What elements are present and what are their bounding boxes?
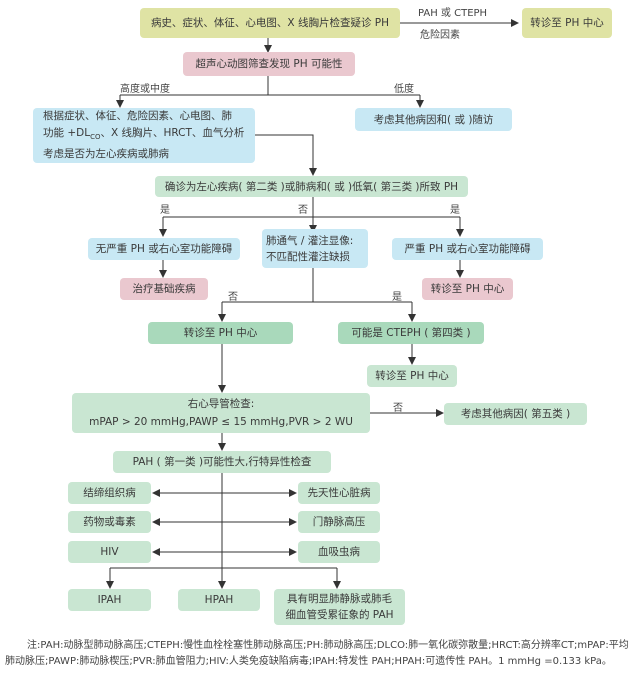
- high-mid-label: 高度或中度: [120, 84, 170, 95]
- refer-ph-center-severe-box: 转诊至 PH 中心: [422, 278, 513, 300]
- no-label: 否: [228, 292, 238, 303]
- risk-factors-label: 危险因素: [420, 30, 460, 41]
- rhc-criteria: mPAP > 20 mmHg,PAWP ≤ 15 mmHg,PVR > 2 WU: [89, 416, 353, 428]
- hpah-box: HPAH: [178, 589, 260, 611]
- portal-hypertension-box: 门静脉高压: [298, 511, 380, 533]
- refer-ph-center-cteph-box: 转诊至 PH 中心: [367, 365, 457, 387]
- refer-ph-center-mid-box: 转诊至 PH 中心: [148, 322, 293, 344]
- rhc-title: 右心导管检查:: [187, 398, 255, 410]
- vq-scan-box: 肺通气 / 灌注显像: 不匹配性灌注缺损: [262, 229, 368, 268]
- suspect-ph-box: 病史、症状、体征、心电图、X 线胸片检查疑诊 PH: [140, 8, 400, 38]
- assessment-line-2: 功能 +DLCO、X 线胸片、HRCT、血气分析: [43, 125, 244, 146]
- treat-underlying-box: 治疗基础疾病: [120, 278, 208, 300]
- yes-label: 是: [160, 205, 170, 216]
- pah-group1-box: PAH ( 第一类 )可能性大,行特异性检查: [113, 451, 331, 473]
- vq-line-1: 肺通气 / 灌注显像:: [266, 234, 354, 247]
- assessment-line-1: 根据症状、体征、危险因素、心电图、肺: [43, 109, 232, 122]
- schistosomiasis-box: 血吸虫病: [298, 541, 380, 563]
- pvod-line-1: 具有明显肺静脉或肺毛: [287, 593, 392, 605]
- footnote: 注:PAH:动脉型肺动脉高压;CTEPH:慢性血栓栓塞性肺动脉高压;PH:肺动脉…: [5, 640, 629, 667]
- assessment-box: 根据症状、体征、危险因素、心电图、肺 功能 +DLCO、X 线胸片、HRCT、血…: [33, 108, 255, 163]
- no-severe-ph-box: 无严重 PH 或右心室功能障碍: [88, 238, 240, 260]
- pah-cteph-label: PAH 或 CTEPH: [418, 8, 488, 19]
- chd-box: 先天性心脏病: [298, 482, 380, 504]
- ctd-box: 结缔组织病: [68, 482, 151, 504]
- pvod-line-2: 细血管受累征象的 PAH: [285, 609, 394, 621]
- no-label: 否: [393, 403, 403, 414]
- drugs-toxins-box: 药物或毒素: [68, 511, 151, 533]
- right-heart-cath-box: 右心导管检查: mPAP > 20 mmHg,PAWP ≤ 15 mmHg,PVR…: [72, 393, 370, 433]
- assessment-line-3: 考虑是否为左心疾病或肺病: [43, 148, 169, 161]
- ipah-box: IPAH: [68, 589, 151, 611]
- refer-ph-center-top-box: 转诊至 PH 中心: [522, 8, 612, 38]
- assessment-text: 功能 +DL: [43, 126, 91, 139]
- confirmed-group23-box: 确诊为左心疾病( 第二类 )或肺病和( 或 )低氧( 第三类 )所致 PH: [155, 176, 468, 197]
- low-label: 低度: [394, 84, 414, 95]
- possible-cteph-box: 可能是 CTEPH ( 第四类 ): [338, 322, 484, 344]
- hiv-box: HIV: [68, 541, 151, 563]
- pvod-box: 具有明显肺静脉或肺毛细血管受累征象的 PAH: [274, 589, 405, 625]
- other-followup-box: 考虑其他病因和( 或 )随访: [355, 108, 512, 131]
- assessment-text: 、X 线胸片、HRCT、血气分析: [100, 126, 245, 139]
- yes-label: 是: [450, 205, 460, 216]
- no-label: 否: [298, 205, 308, 216]
- vq-line-2: 不匹配性灌注缺损: [266, 250, 350, 263]
- group5-box: 考虑其他病因( 第五类 ): [444, 403, 587, 425]
- severe-ph-box: 严重 PH 或右心室功能障碍: [392, 238, 543, 260]
- dlco-subscript: CO: [90, 133, 101, 142]
- echo-screening-box: 超声心动图筛查发现 PH 可能性: [183, 52, 355, 76]
- yes-label: 是: [392, 292, 402, 303]
